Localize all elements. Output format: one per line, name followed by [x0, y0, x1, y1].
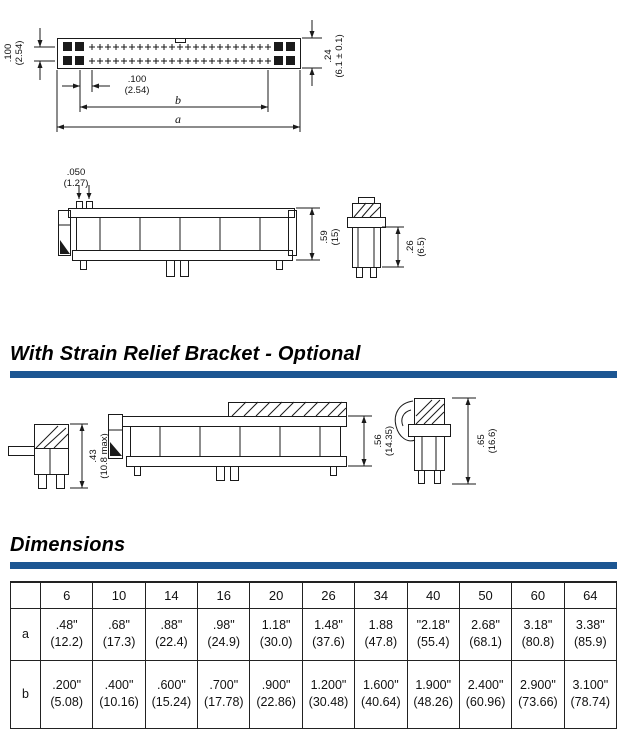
dim-label-pin-pitch: .100 (2.54) — [112, 74, 162, 96]
table-cell: 3.18"(80.8) — [511, 607, 565, 661]
table-col-header: 60 — [511, 581, 565, 609]
table-cell: .600"(15.24) — [144, 659, 199, 729]
dim-line-1: .43 — [88, 449, 99, 463]
table-cell: 1.900"(48.26) — [406, 659, 460, 729]
table-cell: 3.100"(78.74) — [563, 659, 618, 729]
dim-label-row-pitch: .100 (2.54) — [3, 31, 25, 75]
dim-line-1: .26 — [405, 240, 416, 254]
dim-label-tail-length: .050 (1.27) — [48, 167, 104, 189]
strain-relief-view-drawing — [8, 397, 476, 489]
dim-line-1: .56 — [373, 434, 384, 448]
dim-line-2: (2.54) — [14, 40, 25, 66]
table-cell: .98"(24.9) — [197, 607, 251, 661]
table-col-header: 14 — [144, 581, 199, 609]
table-cell: 2.68"(68.1) — [458, 607, 513, 661]
table-col-header: 6 — [39, 581, 94, 609]
dim-label-strain-height: .56 (14.35) — [373, 413, 395, 469]
section-heading-strain-relief: With Strain Relief Bracket - Optional — [10, 343, 361, 365]
dim-line-1: .100 — [127, 74, 147, 85]
table-cell: .68"(17.3) — [92, 607, 146, 661]
table-col-header: 50 — [458, 581, 513, 609]
table-col-header: 20 — [249, 581, 303, 609]
dim-label-a: a — [175, 112, 181, 126]
dim-label-end-height: .26 (6.5) — [405, 225, 427, 269]
table-cell: .200"(5.08) — [39, 659, 94, 729]
table-cell: 1.88(47.8) — [354, 607, 408, 661]
dim-line-2: (6.1 ± 0.1) — [334, 34, 345, 78]
table-cell: 2.400"(60.96) — [458, 659, 513, 729]
table-cell: .900"(22.86) — [249, 659, 303, 729]
dim-line-2: (1.27) — [63, 178, 89, 189]
section-heading-dimensions: Dimensions — [10, 534, 126, 556]
dim-line-1: .59 — [319, 230, 330, 244]
dim-label-side-height: .59 (15) — [319, 215, 341, 259]
table-cell: 1.600"(40.64) — [354, 659, 408, 729]
table-row-a: a .48"(12.2) .68"(17.3) .88"(22.4) .98"(… — [10, 607, 618, 661]
table-cell: .48"(12.2) — [39, 607, 94, 661]
dim-label-connector-height: .24 (6.1 ± 0.1) — [323, 26, 345, 86]
dim-line-2: (6.5) — [416, 237, 427, 257]
table-col-header: 34 — [354, 581, 408, 609]
dim-line-2: (15) — [330, 228, 341, 246]
table-col-header: 26 — [301, 581, 356, 609]
table-row-label: a — [10, 607, 41, 661]
table-cell: 1.48"(37.6) — [301, 607, 356, 661]
table-cell: 2.900"(73.66) — [511, 659, 565, 729]
heading-rule — [10, 562, 617, 569]
dim-line-1: .65 — [476, 434, 487, 448]
dim-line-2: (2.54) — [124, 85, 150, 96]
connector-side-view-drawing — [58, 185, 404, 278]
table-cell: 3.38"(85.9) — [563, 607, 618, 661]
table-cell: .88"(22.4) — [144, 607, 199, 661]
table-row-label: b — [10, 659, 41, 729]
dim-label-bracket-height: .43 (10.8 max) — [88, 426, 110, 486]
dim-line-1: .050 — [66, 167, 86, 178]
table-header-row: 6 10 14 16 20 26 34 40 50 60 64 — [10, 581, 618, 609]
dim-line-2: (14.35) — [384, 425, 395, 457]
table-cell: "2.18"(55.4) — [406, 607, 460, 661]
dim-line-1: .100 — [3, 43, 14, 63]
dim-line-1: .24 — [323, 49, 334, 63]
table-col-header: 40 — [406, 581, 460, 609]
table-row-b: b .200"(5.08) .400"(10.16) .600"(15.24) … — [10, 659, 618, 729]
dim-label-b: b — [175, 93, 181, 107]
table-col-header: 10 — [92, 581, 146, 609]
dimensions-table: 6 10 14 16 20 26 34 40 50 60 64 a .48"(1… — [10, 581, 618, 729]
connector-top-view-drawing — [34, 20, 322, 132]
table-corner-cell — [10, 581, 41, 609]
heading-rule — [10, 371, 617, 378]
dim-line-2: (10.8 max) — [99, 433, 110, 479]
table-col-header: 64 — [563, 581, 618, 609]
dim-line-2: (16.6) — [487, 428, 498, 454]
dim-label-strain-end-height: .65 (16.6) — [476, 413, 498, 469]
table-cell: 1.18"(30.0) — [249, 607, 303, 661]
table-cell: .700"(17.78) — [197, 659, 251, 729]
table-cell: .400"(10.16) — [92, 659, 146, 729]
table-cell: 1.200"(30.48) — [301, 659, 356, 729]
table-col-header: 16 — [197, 581, 251, 609]
